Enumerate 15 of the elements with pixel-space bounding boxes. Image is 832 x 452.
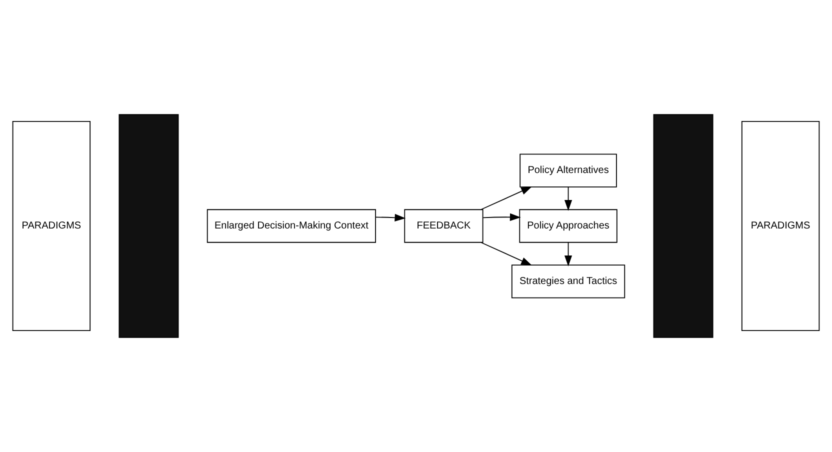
node-box <box>118 114 179 338</box>
arrow <box>482 213 521 221</box>
arrow <box>480 186 532 210</box>
node-box: FEEDBACK <box>404 209 484 243</box>
node-box: PARADIGMS <box>741 121 820 331</box>
node-box: Enlarged Decision-Making Context <box>206 209 376 243</box>
arrow <box>376 214 406 222</box>
arrow <box>480 242 532 266</box>
node-box: PARADIGMS <box>12 121 91 331</box>
arrow <box>564 242 572 266</box>
node-box: Strategies and Tactics <box>511 264 626 298</box>
node-box: Policy Alternatives <box>520 154 617 188</box>
node-box: Policy Approaches <box>519 209 618 243</box>
node-box <box>653 114 714 338</box>
arrow <box>564 186 572 211</box>
